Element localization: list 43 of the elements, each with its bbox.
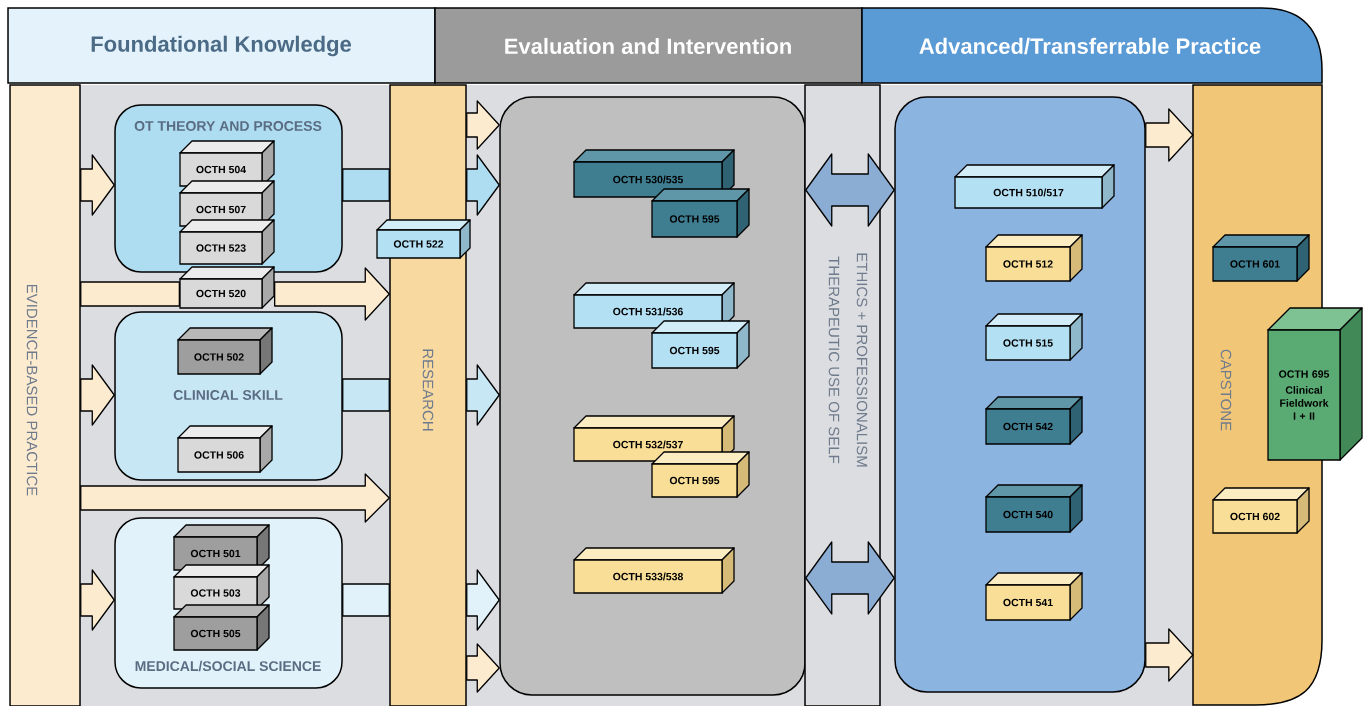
course-block: OCTH 595 [651, 451, 750, 498]
course-block: OCTH 540 [985, 484, 1083, 533]
block-arrow [466, 364, 500, 426]
block-arrow [80, 473, 390, 523]
course-block: OCTH 533/538 [573, 547, 735, 594]
block-arrow [1145, 108, 1194, 162]
course-block: OCTH 515 [985, 313, 1083, 361]
course-block: OCTH 520 [179, 266, 275, 309]
flow-band [80, 281, 180, 307]
course-block: OCTH 541 [985, 572, 1083, 621]
course-block: OCTH 595 [651, 188, 750, 238]
block-arrow [466, 569, 500, 631]
course-block: OCTH 522 [376, 219, 471, 259]
block-arrow [274, 267, 390, 321]
course-block: OCTH 542 [985, 396, 1083, 445]
flow-band [342, 168, 390, 202]
course-block: OCTH 523 [179, 219, 275, 265]
course-block: OCTH 531/536 [573, 282, 735, 329]
block-arrow [466, 100, 500, 150]
flow-band [342, 378, 390, 412]
block-arrow [80, 364, 115, 426]
vertical-band: EVIDENCE-BASED PRACTICE [9, 84, 81, 706]
block-arrow [805, 153, 895, 227]
flow-band [342, 583, 390, 617]
course-block: OCTH 506 [177, 425, 273, 473]
course-block: OCTH 601 [1212, 234, 1310, 282]
course-block: OCTH 510/517 [954, 164, 1115, 209]
block-arrow [80, 154, 115, 216]
course-block: OCTH 502 [177, 327, 273, 375]
course-block: OCTH 602 [1212, 487, 1310, 534]
block-arrow [466, 643, 500, 693]
course-block: OCTH 505 [173, 604, 270, 651]
section-header: Advanced/Transferrable Practice [861, 7, 1323, 84]
course-block: OCTH 530/535 [573, 149, 735, 198]
course-block: OCTH 512 [985, 234, 1083, 282]
block-arrow [466, 154, 500, 216]
block-arrow [805, 541, 895, 615]
block-arrow [80, 569, 115, 631]
section-header: Evaluation and Intervention [434, 7, 863, 84]
course-block: OCTH 695 Clinical Fieldwork I + II [1267, 307, 1363, 461]
block-arrow [1145, 628, 1194, 682]
section-header: Foundational Knowledge [7, 7, 436, 84]
course-block: OCTH 595 [651, 320, 750, 369]
